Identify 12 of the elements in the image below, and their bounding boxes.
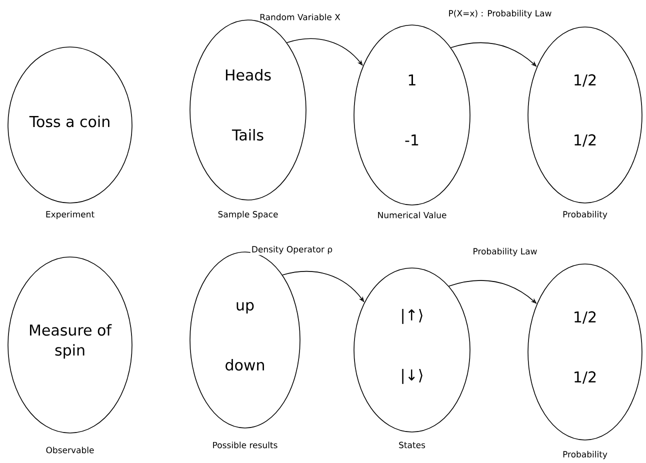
edge-label: Density Operator ρ	[250, 244, 334, 256]
node-label: Experiment	[46, 210, 94, 220]
node-label: States	[399, 442, 426, 448]
node-label: Observable	[46, 446, 94, 454]
edge-label: P(X=x) : Probability Law	[447, 8, 553, 20]
edge-label: Probability Law	[472, 246, 538, 258]
node-label: Sample Space	[218, 210, 278, 220]
node-label: Probability	[563, 210, 608, 220]
edge-label: Random Variable X	[258, 12, 342, 22]
node-label: Numerical Value	[378, 212, 446, 218]
node-label: Probability	[563, 450, 608, 460]
node-label: Possible results	[213, 442, 278, 448]
